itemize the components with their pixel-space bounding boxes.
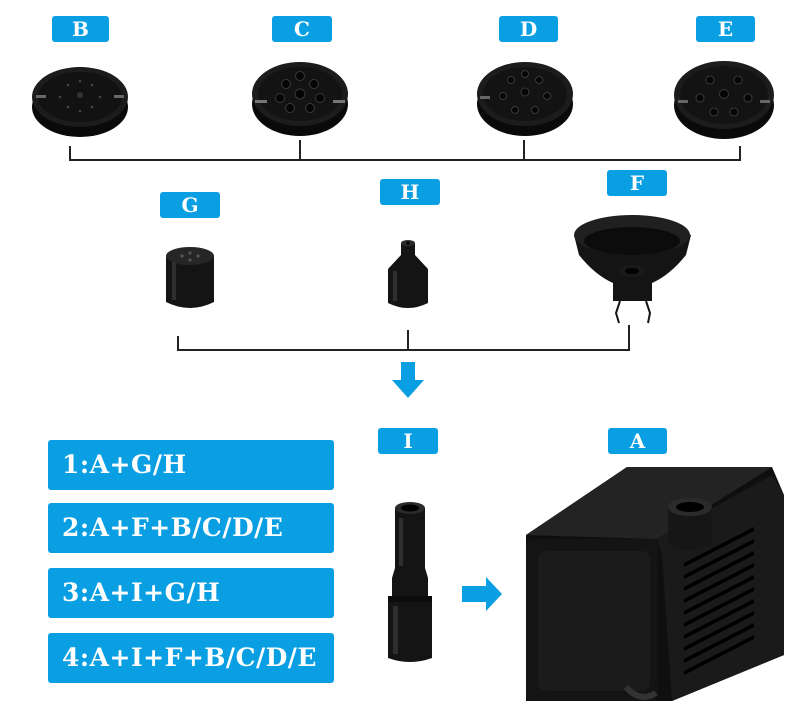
nozzle-c-image: [252, 62, 348, 136]
nozzle-b-image: [32, 67, 128, 137]
combination-row-4: 4:A+I+F+B/C/D/E: [48, 633, 334, 683]
label-c: C: [272, 16, 332, 42]
extension-tube-i-image: [388, 502, 432, 662]
nozzle-d-image: [477, 62, 573, 136]
top-bracket: [69, 146, 741, 161]
nozzle-f-image: [574, 215, 691, 324]
down-arrow-icon: [392, 362, 424, 398]
middle-bracket: [177, 325, 630, 351]
nozzle-h-image: [388, 240, 428, 308]
combination-row-3: 3:A+I+G/H: [48, 568, 334, 618]
nozzle-e-image: [674, 61, 774, 139]
combination-row-1: 1:A+G/H: [48, 440, 334, 490]
label-d: D: [499, 16, 558, 42]
label-b: B: [52, 16, 109, 42]
label-a: A: [608, 428, 667, 454]
label-e: E: [696, 16, 755, 42]
right-arrow-icon: [462, 577, 502, 611]
combination-row-2: 2:A+F+B/C/D/E: [48, 503, 334, 553]
pump-a-image: [526, 467, 784, 701]
label-i: I: [378, 428, 438, 454]
label-f: F: [607, 170, 667, 196]
label-g: G: [160, 192, 220, 218]
label-h: H: [380, 179, 440, 205]
nozzle-g-image: [166, 247, 214, 308]
